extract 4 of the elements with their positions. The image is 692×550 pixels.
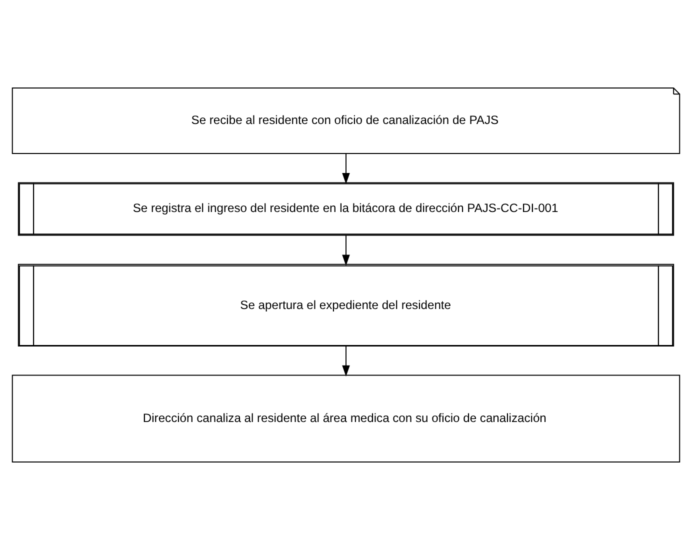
arrow xyxy=(342,154,350,184)
node-box: Dirección canaliza al residente al área medica con su oficio de canalización xyxy=(12,374,680,462)
arrow xyxy=(342,346,350,377)
arrow xyxy=(342,235,350,266)
